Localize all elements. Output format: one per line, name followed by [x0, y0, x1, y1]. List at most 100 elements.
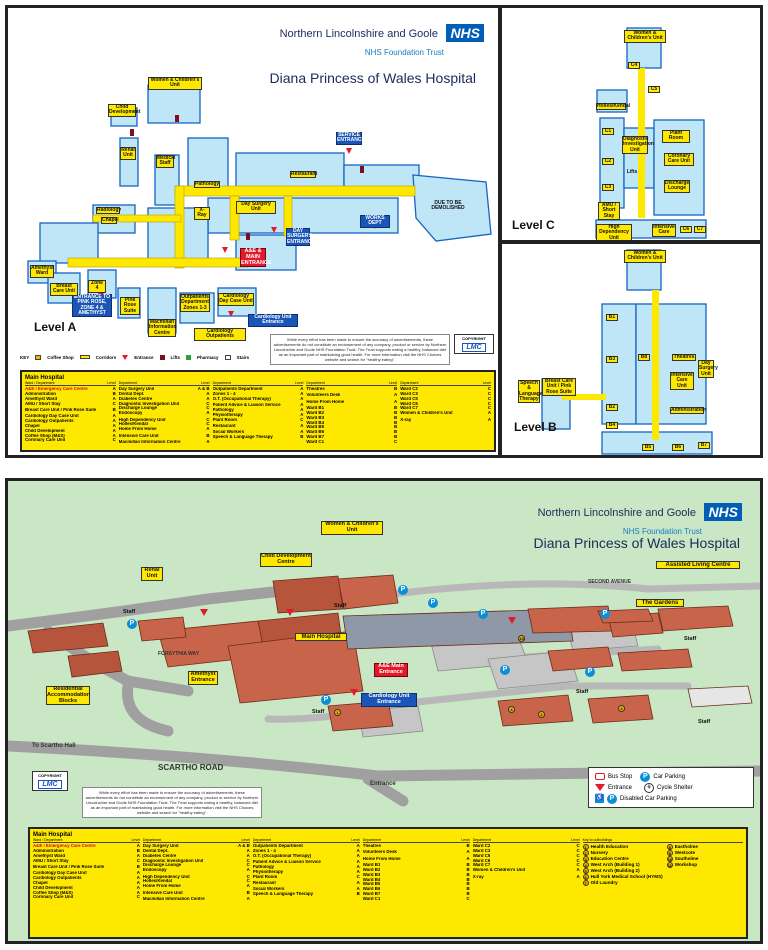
directory-entry-level: A	[136, 879, 140, 885]
directory-entry-name: Outpatients Department	[212, 387, 263, 391]
site-cardio-entrance: Cardiology Unit Entrance	[361, 693, 417, 707]
directory-entry-level: A	[356, 868, 360, 874]
directory-entry-name: Chapel	[33, 880, 48, 885]
directory-entry-level: A	[206, 395, 210, 401]
directory-entry-name: Ward B1	[362, 863, 381, 868]
site-renal-label: Renal Unit	[141, 567, 163, 581]
directory-entry-level: C	[206, 405, 210, 411]
site-scartho-road: SCARTHO ROAD	[158, 763, 224, 772]
outbuilding-number-icon: 10	[666, 856, 673, 862]
key-bar: KEY Coffee Shop Corridors Entrance Lifts…	[20, 351, 260, 363]
site-residential-label: Residential Accommodation Blocks	[46, 686, 91, 706]
plan-c-holles-label: Holles/Kendal	[596, 103, 631, 111]
directory-head-dept: Ward / Department	[33, 838, 63, 842]
plan-a-notice: While every effort has been made to ensu…	[270, 334, 450, 365]
directory-entry-level: B	[394, 409, 398, 415]
staff-label-6: Staff	[698, 719, 711, 725]
directory-entry-level: A	[246, 852, 250, 858]
key-outbuildings-title: Key to outbuildings	[582, 838, 613, 842]
key-outbuilding-name: Nursery	[590, 850, 608, 856]
directory-entry-name: Ward B6	[362, 887, 381, 892]
key-stairs: Stairs	[236, 354, 250, 360]
lmc-logo: LMC	[462, 343, 486, 352]
directory-entry-level: C	[466, 895, 470, 901]
directory-entry-name: Social Workers	[252, 887, 285, 892]
directory-entry-name: Administration	[25, 391, 56, 396]
directory-entry-level: B	[466, 886, 470, 892]
directory-entry-name: Plant Room	[212, 417, 237, 422]
plan-a-medstaff-label: Medical Staff	[156, 155, 176, 168]
directory-entry-level: A	[246, 847, 250, 853]
staff-label-5: Staff	[576, 689, 589, 695]
outbuilding-number-icon: 6	[582, 874, 589, 880]
directory-entry-name: Women & Children's Unit	[400, 411, 453, 416]
hospital-title: Diana Princess of Wales Hospital	[269, 70, 476, 86]
directory-head-level: Level	[571, 838, 580, 842]
plan-b-ward-b3: B3	[606, 356, 618, 364]
plan-b-speech-label: Speech & Language Therapy	[518, 380, 543, 403]
directory-entry-name: Child Development	[25, 428, 65, 433]
key-outbuilding-name: Southolme	[674, 856, 699, 862]
directory-head-dept: Department	[118, 381, 138, 385]
directory-entry-level: B	[246, 889, 250, 895]
directory-entry-level: B	[112, 406, 116, 412]
directory-entry-level: A	[246, 867, 250, 873]
directory-head-level: Level	[482, 381, 491, 385]
plan-b-breast-label: Breast Care Unit / Pink Rose Suite	[542, 378, 576, 396]
level-c-plan	[595, 27, 707, 239]
plan-a-restaurant-label: Restaurant	[290, 171, 318, 179]
directory-entry-level: B	[466, 891, 470, 897]
site-entrance-road: Entrance	[370, 781, 396, 787]
site-main-label: Main Hospital	[295, 633, 347, 642]
outbuilding-number-icon: 4	[582, 862, 589, 868]
outbuilding-marker-3: 3	[618, 705, 625, 712]
directory-entry-level: A	[300, 411, 304, 417]
directory-entry-name: Restaurant	[212, 423, 236, 428]
directory-entry-name: Dental Dept.	[118, 391, 145, 396]
directory-entry-level: B	[394, 424, 398, 430]
directory-entry-name: Holles/Kendal	[118, 422, 148, 427]
site-lmc-logo: LMC	[38, 780, 62, 789]
plan-a-women-label: Women & Children's Unit	[148, 77, 202, 90]
directory-entry-name: Theatres	[362, 844, 382, 848]
directory-entry-name: Ward B5	[362, 882, 381, 887]
disabled-parking-p-icon: P	[607, 793, 617, 804]
directory-entry-name: Ward C1	[306, 439, 325, 444]
directory-entry-name: Intensive Care Unit	[118, 433, 159, 438]
directory-head-dept: Department	[362, 838, 382, 842]
directory-entry-name: Intensive Care Unit	[142, 890, 183, 895]
directory-entry-name: Endoscopy	[118, 411, 143, 416]
plan-c-ward-c4: C4	[628, 62, 640, 70]
outbuilding-number-icon: 5	[582, 868, 589, 874]
key-outbuilding-name: West Arch (Building 2)	[590, 868, 640, 874]
plan-a-xray-label: X-Ray	[194, 207, 210, 220]
directory-entry-level: B	[136, 847, 140, 853]
directory-entry-level: C	[356, 873, 360, 879]
directory-entry-name: High Dependency Unit	[118, 417, 166, 422]
directory-entry-level: C	[246, 862, 250, 868]
